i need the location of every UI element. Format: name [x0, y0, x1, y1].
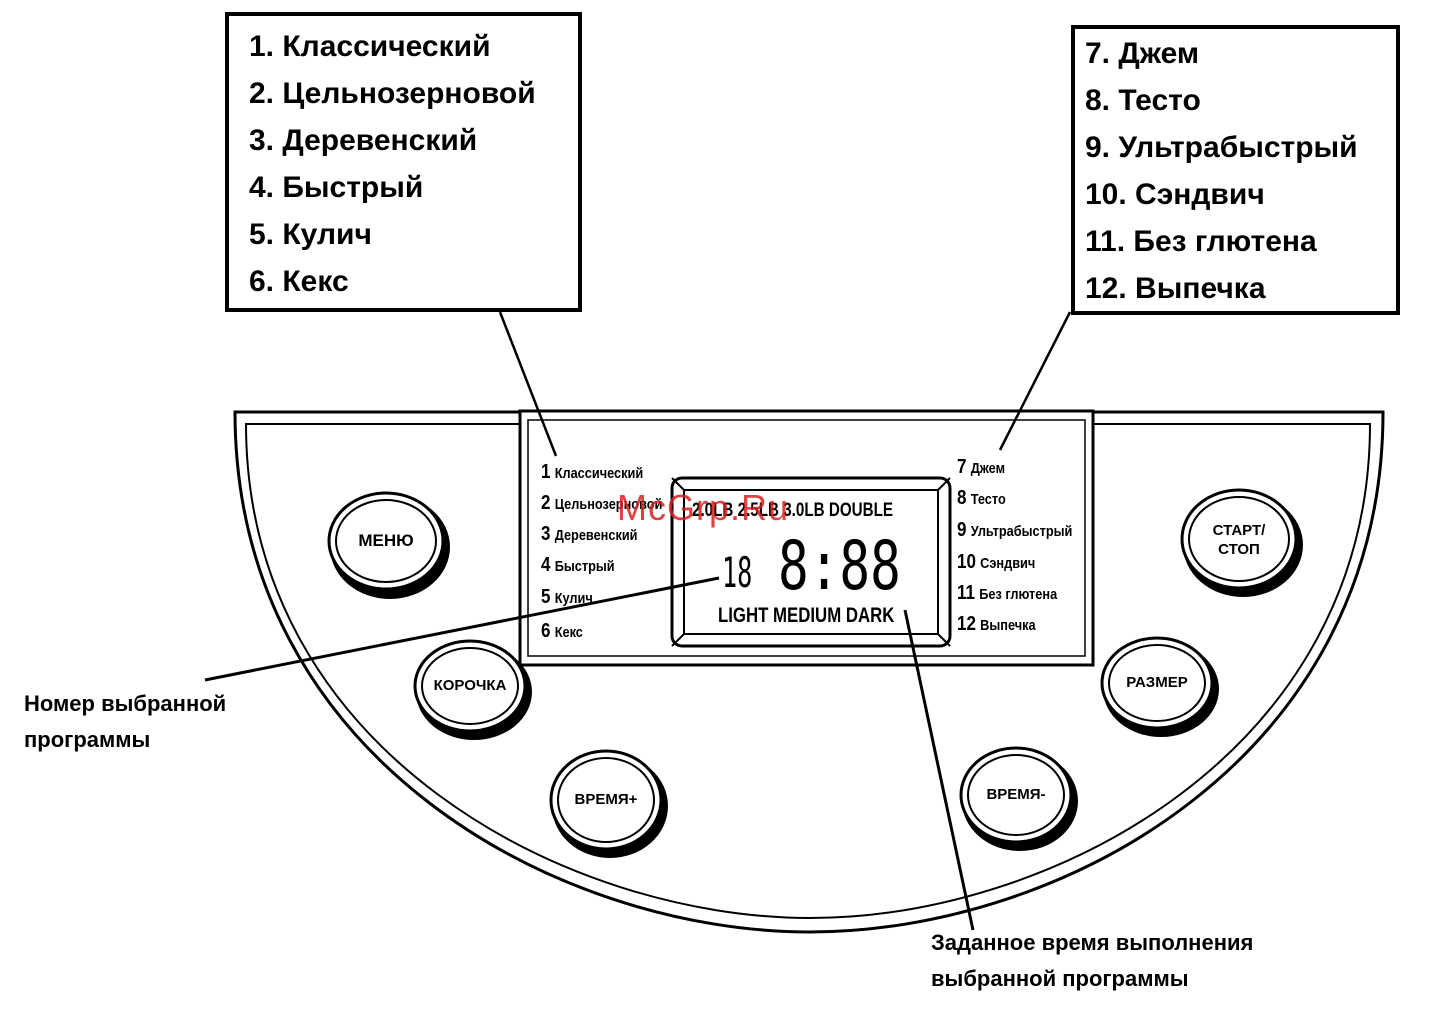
programs-right-box: 7. Джем 8. Тесто 9. Ультрабыстрый 10. Сэ…: [1071, 25, 1400, 315]
leader-program-number: [204, 576, 720, 682]
menu-button[interactable]: МЕНЮ: [358, 530, 414, 550]
program-item: 3. Деревенский: [249, 124, 478, 157]
time-minus-button-shape: [959, 746, 1078, 851]
time-plus-button-shape: [549, 749, 668, 858]
program-item: 2. Цельнозерновой: [249, 77, 536, 110]
lcd-inner: [683, 489, 939, 635]
crust-button[interactable]: КОРОЧКА: [433, 677, 507, 695]
lcd-size-row: 2.0LB 2.5LB 3.0LB DOUBLE: [692, 500, 894, 521]
crust-button-shape: [413, 639, 532, 740]
program-item: 1. Классический: [249, 30, 491, 63]
start-stop-label-line2: СТОП: [1218, 541, 1260, 558]
program-item: 4. Быстрый: [249, 171, 424, 204]
program-item: 11. Без глютена: [1085, 225, 1317, 258]
program-item: 10. Сэндвич: [1085, 178, 1265, 211]
lcd-outer: [670, 476, 952, 648]
display-panel-inner-frame: [527, 419, 1086, 657]
program-item: 8. Тесто: [1085, 84, 1201, 117]
size-button-shape: [1100, 636, 1219, 737]
program-number-label: Номер выбранной программы: [24, 691, 227, 752]
lcd-crust-row: LIGHT MEDIUM DARK: [718, 604, 895, 627]
lcd-time-digits: 8:88: [778, 527, 901, 606]
start-stop-label-line1: СТАРТ/: [1212, 521, 1266, 539]
programs-left-box: 1. Классический 2. Цельнозерновой 3. Дер…: [225, 12, 582, 312]
leader-set-time: [903, 609, 975, 931]
program-item: 7. Джем: [1085, 37, 1200, 70]
program-item: 5. Кулич: [249, 218, 372, 251]
program-item: 6. Кекс: [249, 265, 349, 298]
time-minus-button[interactable]: ВРЕМЯ-: [986, 786, 1046, 804]
start-stop-button[interactable]: СТАРТ/ СТОП: [1189, 512, 1289, 568]
size-button[interactable]: РАЗМЕР: [1126, 674, 1188, 692]
time-plus-button[interactable]: ВРЕМЯ+: [574, 791, 638, 809]
menu-button-shape: [327, 491, 450, 599]
watermark: McGrp.Ru: [617, 487, 790, 528]
leader-left-programs: [498, 311, 558, 457]
set-time-label: Заданное время выполнения выбранной прог…: [931, 930, 1254, 991]
program-item: 12. Выпечка: [1085, 272, 1266, 305]
program-item: 9. Ультрабыстрый: [1085, 131, 1358, 164]
start-stop-button-shape: [1180, 488, 1303, 597]
leader-right-programs: [998, 311, 1072, 451]
panel-inner-outline: [244, 423, 1372, 920]
lcd-program-number: 18: [722, 548, 753, 597]
